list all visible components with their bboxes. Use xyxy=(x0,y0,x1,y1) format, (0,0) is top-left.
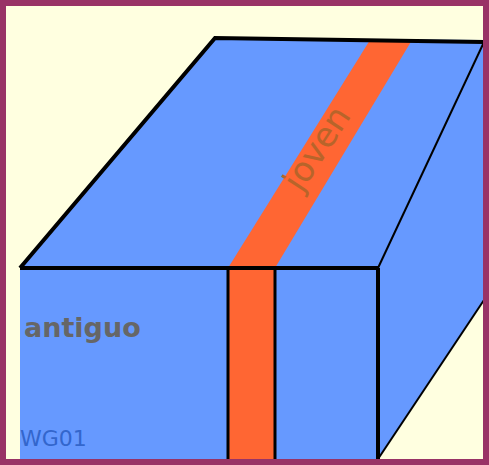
dike-front xyxy=(228,268,275,459)
watermark: WG01 xyxy=(20,428,87,450)
dike-top xyxy=(228,40,412,268)
frame xyxy=(3,3,486,462)
block-edges xyxy=(20,38,484,459)
front-face xyxy=(20,268,378,459)
rock-age-label: antiguo xyxy=(24,314,141,341)
top-face xyxy=(20,38,484,268)
